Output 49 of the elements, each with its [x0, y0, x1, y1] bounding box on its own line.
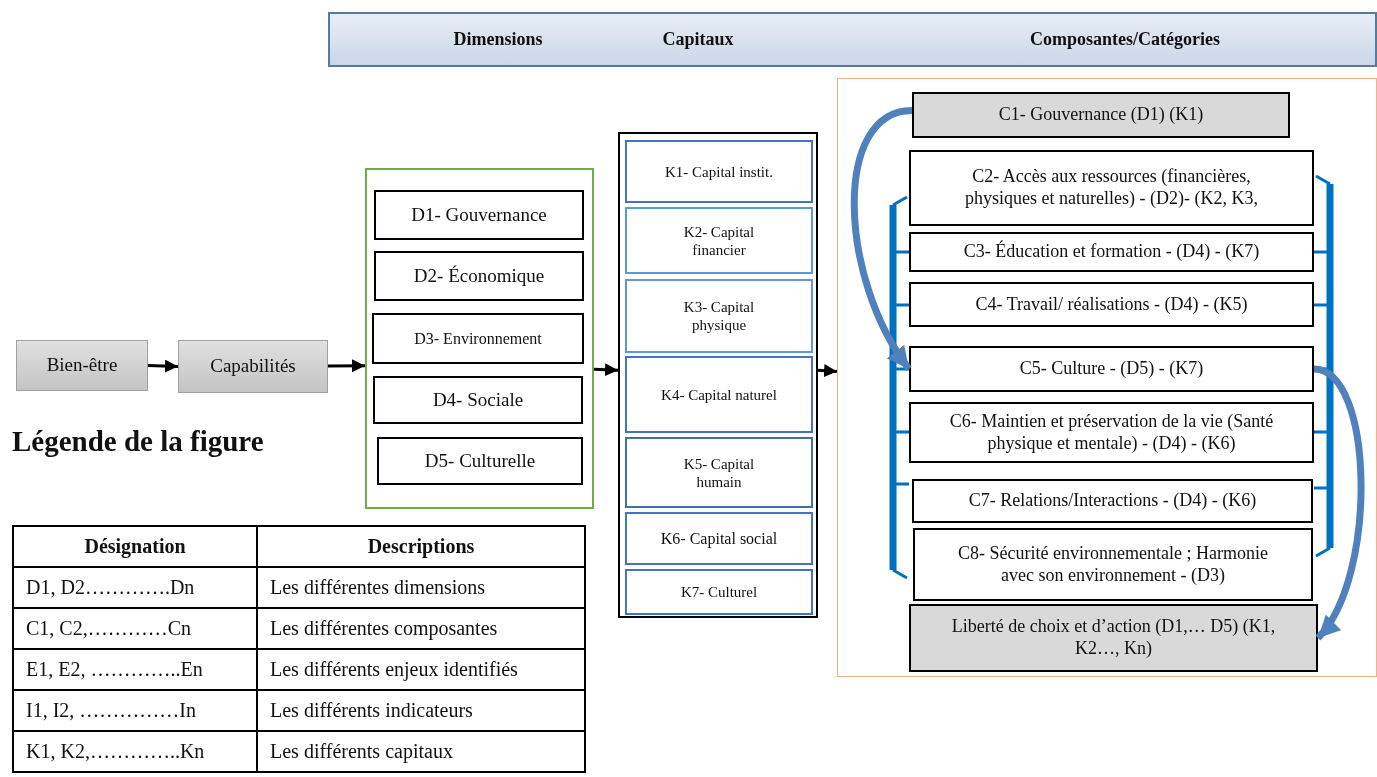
- table-cell: I1, I2, ……………In: [13, 690, 257, 731]
- capital-box: K1- Capital instit.: [625, 140, 813, 203]
- component-box: C2- Accès aux ressources (financières, physiques et naturelles) - (D2)- (K2, K3,: [909, 150, 1314, 226]
- column-heading: Dimensions: [453, 28, 543, 51]
- arrow: [147, 359, 179, 373]
- column-heading: Capitaux: [662, 28, 734, 51]
- component-box: C3- Éducation et formation - (D4) - (K7): [909, 232, 1314, 272]
- component-box: C6- Maintien et préservation de la vie (Santé physique et mentale) - (D4) - (K6): [909, 402, 1314, 463]
- table-cell: Les différentes composantes: [257, 608, 585, 649]
- arrow: [328, 359, 365, 373]
- component-box: C8- Sécurité environnementale ; Harmonie avec son environnement - (D3): [913, 528, 1313, 601]
- process-box: Capabilités: [178, 340, 328, 393]
- capital-box: K7- Culturel: [625, 569, 813, 615]
- dimension-box: D3- Environnement: [372, 313, 584, 364]
- table-cell: Les différents capitaux: [257, 731, 585, 772]
- capital-box: K6- Capital social: [625, 512, 813, 565]
- legend-heading: Légende de la figure: [12, 425, 264, 458]
- table-header-cell: Désignation: [13, 526, 257, 567]
- group-box: [365, 168, 594, 509]
- capital-box: K2- Capital financier: [625, 207, 813, 274]
- capital-box: K5- Capital humain: [625, 437, 813, 508]
- table-cell: Les différents enjeux identifiés: [257, 649, 585, 690]
- dimension-box: D4- Sociale: [373, 376, 583, 424]
- curved-arrow: [850, 106, 913, 371]
- dimension-box: D5- Culturelle: [377, 437, 583, 485]
- process-box: Bien-être: [16, 340, 148, 391]
- component-box: C1- Gouvernance (D1) (K1): [912, 92, 1290, 138]
- header-band: [328, 12, 1377, 67]
- table-cell: D1, D2………….Dn: [13, 567, 257, 608]
- table-cell: Les différentes dimensions: [257, 567, 585, 608]
- component-box: C7- Relations/Interactions - (D4) - (K6): [912, 479, 1313, 523]
- table-cell: E1, E2, …………..En: [13, 649, 257, 690]
- capital-box: K4- Capital naturel: [625, 356, 813, 433]
- component-box: C5- Culture - (D5) - (K7): [909, 346, 1314, 392]
- curved-arrow: [1313, 365, 1365, 641]
- table-cell: K1, K2,…………..Kn: [13, 731, 257, 772]
- dimension-box: D1- Gouvernance: [374, 190, 584, 240]
- arrow: [593, 363, 619, 377]
- table-cell: Les différents indicateurs: [257, 690, 585, 731]
- capital-box: K3- Capital physique: [625, 279, 813, 353]
- group-box: [618, 132, 818, 618]
- group-box: [837, 78, 1377, 677]
- column-heading: Composantes/Catégories: [1030, 28, 1220, 51]
- component-box: C4- Travail/ réalisations - (D4) - (K5): [909, 282, 1314, 327]
- dimension-box: D2- Économique: [374, 251, 584, 301]
- component-box: Liberté de choix et d’action (D1,… D5) (K1, K2…, Kn): [909, 604, 1318, 672]
- table-header-cell: Descriptions: [257, 526, 585, 567]
- table-cell: C1, C2,…………Cn: [13, 608, 257, 649]
- arrow: [817, 364, 838, 378]
